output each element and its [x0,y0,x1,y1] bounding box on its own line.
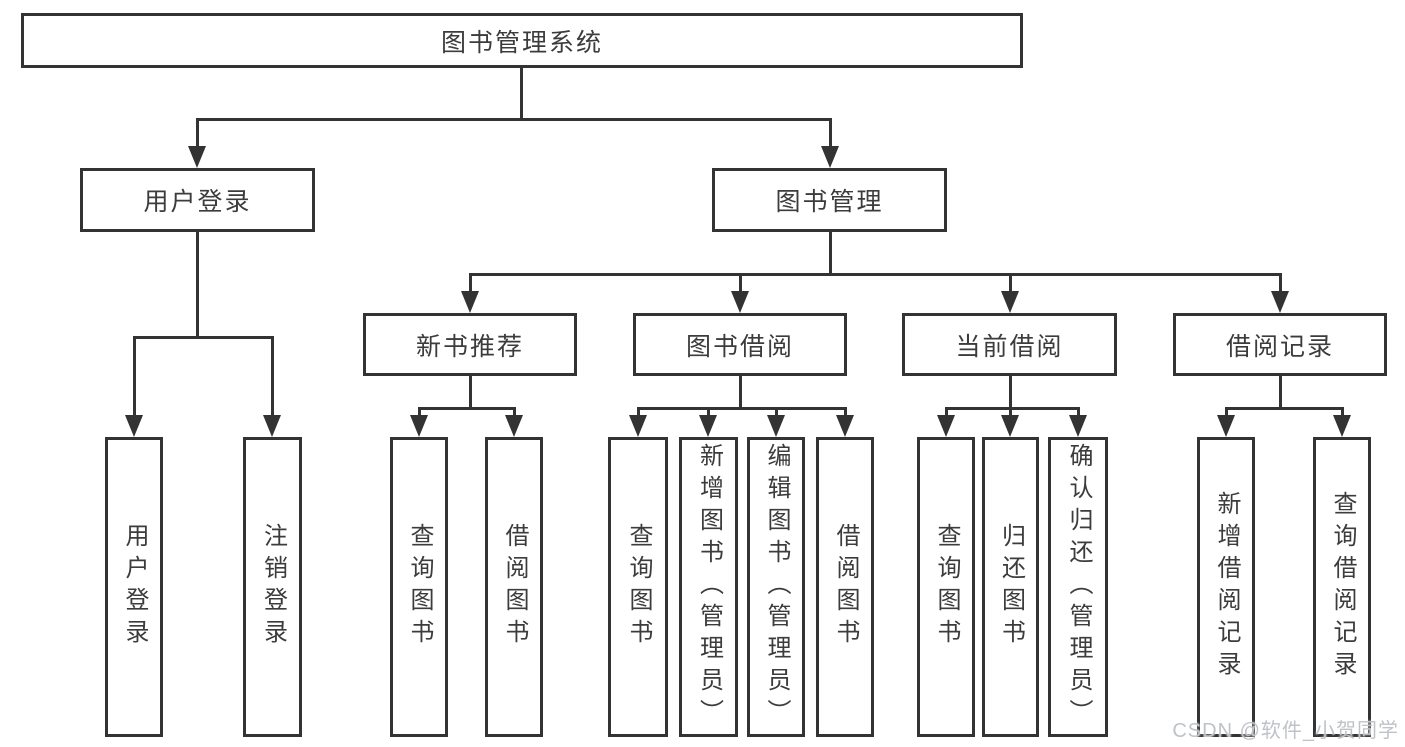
leaf-return-books: 归还图书 [982,437,1039,737]
leaf-label: 查询图书 [406,523,433,651]
arrowhead-icon [836,415,854,437]
connector-line [945,407,948,417]
connector-line [520,68,523,121]
leaf-add-borrow-record: 新增借阅记录 [1197,437,1255,737]
arrowhead-icon [263,415,281,437]
leaf-add-books-admin: 新增图书（管理员） [679,437,738,737]
connector-line [133,336,136,419]
node-label: 图书管理 [775,188,884,216]
leaf-label: 新增图书（管理员） [695,443,723,731]
leaf-edit-books-admin: 编辑图书（管理员） [747,437,805,737]
node-label: 新书推荐 [415,332,524,361]
node-current-borrowing: 当前借阅 [902,313,1117,376]
arrowhead-icon [410,415,428,437]
arrowhead-icon [731,291,749,313]
connector-line [707,407,710,417]
connector-line [739,376,742,407]
arrowhead-icon [188,146,206,168]
node-label: 图书管理系统 [440,28,603,57]
connector-line [1009,407,1012,417]
leaf-label: 查询图书 [933,523,960,651]
arrowhead-icon [1271,291,1289,313]
connector-line [196,118,832,121]
leaf-user-login: 用户登录 [105,437,163,737]
connector-line [1279,376,1282,407]
leaf-label: 借阅图书 [501,523,528,651]
connector-line [469,273,1282,276]
arrowhead-icon [937,415,955,437]
node-label: 用户登录 [143,188,252,216]
node-label: 当前借阅 [955,332,1064,361]
connector-line [829,232,832,276]
connector-line [829,118,832,150]
connector-line [133,336,274,339]
arrowhead-icon [1217,415,1235,437]
leaf-borrow-books: 借阅图书 [816,437,874,737]
connector-line [196,118,199,150]
connector-line [271,336,274,419]
leaf-logout: 注销登录 [243,437,302,737]
arrowhead-icon [1001,415,1019,437]
node-library-management-system: 图书管理系统 [21,13,1023,68]
connector-line [1279,273,1282,297]
leaf-borrow-books-recommend: 借阅图书 [485,437,543,737]
leaf-query-books-recommend: 查询图书 [390,437,448,737]
leaf-label: 用户登录 [121,523,148,651]
arrowhead-icon [821,146,839,168]
leaf-label: 注销登录 [259,523,287,651]
node-label: 借阅记录 [1225,332,1334,361]
connector-line [1009,273,1012,297]
arrowhead-icon [767,415,785,437]
arrowhead-icon [699,415,717,437]
arrowhead-icon [1069,415,1087,437]
connector-line [418,407,516,410]
connector-line [469,376,472,407]
leaf-query-borrow-record: 查询借阅记录 [1313,437,1371,737]
node-book-management: 图书管理 [712,168,947,232]
leaf-label: 确认归还（管理员） [1065,443,1092,731]
connector-line [775,407,778,417]
connector-line [1225,407,1344,410]
leaf-label: 归还图书 [997,523,1025,651]
arrowhead-icon [125,415,143,437]
connector-line [1225,407,1228,417]
arrowhead-icon [1001,291,1019,313]
connector-line [513,407,516,417]
arrowhead-icon [461,291,479,313]
connector-line [844,407,847,417]
leaf-query-books-current: 查询图书 [917,437,975,737]
node-label: 图书借阅 [685,332,794,361]
node-book-borrowing: 图书借阅 [633,313,847,376]
leaf-query-books-borrowing: 查询图书 [608,437,668,737]
leaf-label: 编辑图书（管理员） [763,443,790,731]
connector-line [1341,407,1344,417]
connector-line [945,407,1080,410]
arrowhead-icon [629,415,647,437]
connector-line [637,407,847,410]
leaf-label: 查询借阅记录 [1329,491,1356,683]
node-borrowing-records: 借阅记录 [1173,313,1387,376]
leaf-confirm-return-admin: 确认归还（管理员） [1048,437,1108,737]
connector-line [1009,376,1012,407]
connector-line [637,407,640,417]
leaf-label: 查询图书 [625,523,652,651]
arrowhead-icon [505,415,523,437]
leaf-label: 借阅图书 [832,523,859,651]
connector-line [418,407,421,417]
csdn-watermark: CSDN @软件_小贺同学 [1172,720,1399,742]
connector-line [1077,407,1080,417]
node-user-login: 用户登录 [80,168,315,232]
leaf-label: 新增借阅记录 [1213,491,1240,683]
connector-line [739,273,742,297]
arrowhead-icon [1333,415,1351,437]
node-new-book-recommendation: 新书推荐 [363,313,577,376]
connector-line [196,232,199,336]
connector-line [469,273,472,297]
